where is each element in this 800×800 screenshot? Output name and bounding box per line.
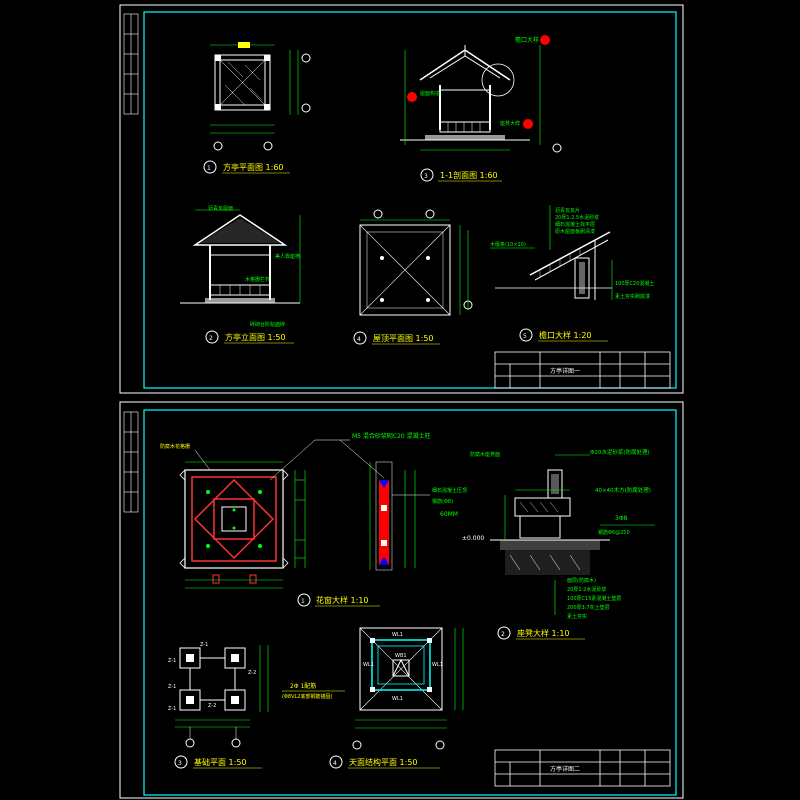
column-note-mid-2: 60MM <box>440 511 458 518</box>
view-num-roof-structure: 4 <box>333 760 337 767</box>
view-roof-structure-plan: WL1 WL1 WL1 WL1 WB1 2Φ 1配筋 (Φ8VL2底部钢筋锚固) <box>282 627 464 750</box>
elev-note-2: 美人靠座椅 <box>275 253 300 260</box>
sheet-2-border <box>119 401 684 799</box>
base-note-0: 面层(防腐木) <box>567 577 596 584</box>
eave-note-3: 原木屋面板刷清漆 <box>555 228 595 235</box>
beam-note-2: (Φ8VL2底部钢筋锚固) <box>282 693 332 700</box>
seat-note-2: 3Φ8 <box>615 515 628 522</box>
view-title-roof: 屋顶平面图 1:50 <box>373 334 434 343</box>
view-pavilion-plan <box>210 42 311 151</box>
view-section-1-1: 檐口大样 屋面构造 座凳大样 <box>400 35 562 153</box>
lattice-note: 防腐木花格栅 <box>160 443 190 450</box>
sheet-2-title-block-drawing: 方亭详图二 <box>550 765 580 773</box>
sheet-1-title-block-drawing: 方亭详图一 <box>550 367 580 375</box>
struct-label-2: WL1 <box>363 662 374 668</box>
view-pavilion-elevation: 沥青瓦屋面 木格栅栏杆 美人靠座椅 砖砌台阶贴面砖 <box>180 205 301 328</box>
base-note-4: 素土夯实 <box>567 613 587 620</box>
base-note-2: 100厚C15素混凝土垫层 <box>567 595 621 602</box>
view-title-elevation: 方亭立面图 1:50 <box>225 332 286 342</box>
view-title-roof-structure: 天面结构平面 1:50 <box>349 757 418 767</box>
struct-label-0: WL1 <box>392 632 403 638</box>
sheet-2-inner-frame <box>143 409 677 796</box>
elev-note-0: 沥青瓦屋面 <box>208 205 233 212</box>
view-lattice-window: 防腐木花格栅 <box>160 443 306 589</box>
sheet-1-title-block: 方亭详图一 <box>494 351 671 389</box>
struct-label-1: WL1 <box>392 696 403 702</box>
eave-note-0: 沥青瓦瓦片 <box>555 207 580 214</box>
view-title-seat: 座凳大样 1:10 <box>517 628 570 638</box>
view-num-foundation: 3 <box>178 760 182 767</box>
view-num-section: 3 <box>424 173 428 180</box>
sheet-2-revision-strip <box>123 411 139 513</box>
section-note-3: 座凳大样 <box>500 120 520 127</box>
seat-note-0: Φ20水泥砂浆(防腐处理) <box>590 448 650 456</box>
view-column-section: M5 混合砂浆砌C20 混凝土柱 细石混凝土压顶 钢筋(Φ8) 60MM <box>269 432 467 571</box>
base-note-3: 200厚3:7灰土垫层 <box>567 604 610 611</box>
found-label-2: Z-1 <box>168 684 176 690</box>
found-label-0: Z-1 <box>200 642 208 648</box>
section-note-1: 檐口大样 <box>515 36 539 44</box>
view-num-roof: 4 <box>357 336 361 343</box>
view-title-eave: 檐口大样 1:20 <box>539 330 592 340</box>
found-label-4: Z-2 <box>248 670 256 676</box>
eave-note-2: 细石混凝土找平层 <box>555 221 595 228</box>
view-num-seat: 2 <box>501 631 505 638</box>
view-eave-detail: 沥青瓦瓦片 20厚1:2.5水泥砂浆 细石混凝土找平层 原木屋面板刷清漆 木檩条… <box>490 205 654 300</box>
view-num-plan: 1 <box>207 165 211 172</box>
eave-note-1: 20厚1:2.5水泥砂浆 <box>555 214 599 221</box>
view-title-lattice: 花窗大样 1:10 <box>316 595 369 605</box>
seat-note-top: 防腐木座凳面 <box>470 451 500 458</box>
beam-note: 2Φ 1配筋 <box>290 682 316 690</box>
view-seat-detail: 防腐木座凳面 Φ20水泥砂浆(防腐处理) 40×40木方(防腐处理) 3Φ8 钢… <box>462 448 655 620</box>
seat-note-3: 钢筋Φ6@250 <box>598 529 630 536</box>
elev-note-1: 木格栅栏杆 <box>245 276 270 283</box>
column-note-mid-1: 钢筋(Φ8) <box>432 498 453 505</box>
view-title-foundation: 基础平面 1:50 <box>194 757 247 767</box>
view-title-plan: 方亭平面图 1:60 <box>223 162 284 172</box>
struct-label-4: WB1 <box>395 653 407 659</box>
sheet-1-view-titles: 1 方亭平面图 1:60 3 1-1剖面图 1:60 2 方亭立面图 1:50 … <box>203 160 608 345</box>
found-label-1: Z-1 <box>168 658 176 664</box>
view-num-lattice: 1 <box>301 598 305 605</box>
sheet-1-revision-strip <box>123 13 139 115</box>
sheet-1-inner-frame <box>143 11 677 389</box>
view-roof-plan <box>359 209 473 316</box>
sheet-2: 防腐木花格栅 M5 混合砂浆砌C20 混凝土柱 细石混凝土压顶 钢筋(Φ8) 6… <box>119 401 684 799</box>
sheet-2-title-block: 方亭详图二 <box>494 749 671 787</box>
eave-note-right-1: 素土夯实刷底漆 <box>615 293 650 300</box>
base-note-1: 20厚1:2水泥砂浆 <box>567 586 606 593</box>
section-note-2: 屋面构造 <box>420 90 440 97</box>
eave-note-right-0: 100厚C20混凝土 <box>615 280 654 287</box>
sheet-2-view-titles: 1 花窗大样 1:10 2 座凳大样 1:10 3 基础平面 1:50 4 天面… <box>174 593 585 769</box>
found-label-3: Z-1 <box>168 706 176 712</box>
elev-note-3: 砖砌台阶贴面砖 <box>250 321 285 328</box>
eave-note-purlin: 木檩条(10×10) <box>490 241 526 248</box>
found-label-5: Z-2 <box>208 703 216 709</box>
column-note-mid-0: 细石混凝土压顶 <box>432 487 467 494</box>
sheet-1: 檐口大样 屋面构造 座凳大样 沥青瓦屋面 木格栅栏杆 <box>119 4 684 394</box>
level-mark: ±0.000 <box>462 535 484 542</box>
view-title-section: 1-1剖面图 1:60 <box>440 170 498 180</box>
seat-note-1: 40×40木方(防腐处理) <box>595 486 651 494</box>
view-num-elevation: 2 <box>209 335 213 342</box>
sheet-1-border <box>119 4 684 394</box>
column-note-top: M5 混合砂浆砌C20 混凝土柱 <box>352 432 431 440</box>
struct-label-3: WL1 <box>432 662 443 668</box>
view-foundation-plan: Z-1 Z-1 Z-1 Z-1 Z-2 Z-2 <box>168 642 269 748</box>
view-num-eave: 5 <box>523 333 527 340</box>
